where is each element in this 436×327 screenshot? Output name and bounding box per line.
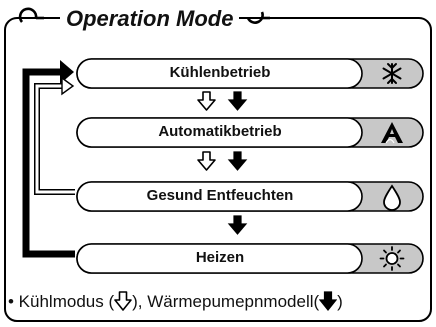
mode-label-auto: Automatikbetrieb xyxy=(158,123,282,140)
snowflake-icon xyxy=(382,63,402,84)
mode-bar-auto xyxy=(76,117,424,148)
hollow-down-arrow-icon xyxy=(197,151,216,171)
cooling-cycle-arrow xyxy=(34,76,75,195)
mode-bar-dry xyxy=(76,181,424,212)
page-title: Operation Mode xyxy=(60,4,240,34)
hollow-down-arrow-icon xyxy=(114,291,132,311)
water-drop-icon xyxy=(383,184,401,211)
mode-bar-heat xyxy=(76,243,424,274)
right-swirl-ornament xyxy=(246,11,270,24)
legend-prefix: • Kühlmodus ( xyxy=(8,292,115,311)
mode-bar-cooling xyxy=(76,58,424,89)
legend-note: • Kühlmodus ( ), Wärmepumepnmodell() xyxy=(8,290,343,314)
solid-down-arrow-icon xyxy=(318,291,338,311)
left-swirl-ornament xyxy=(18,7,44,23)
auto-a-icon xyxy=(381,122,403,144)
mode-label-dry: Gesund Entfeuchten xyxy=(146,187,294,204)
mode-label-heat: Heizen xyxy=(195,249,245,266)
mode-label-cooling: Kühlenbetrieb xyxy=(169,64,271,81)
sun-icon xyxy=(379,246,405,271)
hollow-down-arrow-icon xyxy=(197,91,216,111)
solid-down-arrow-icon xyxy=(227,151,248,171)
heat-pump-cycle-arrow xyxy=(22,60,75,258)
solid-down-arrow-icon xyxy=(227,215,248,235)
legend-middle: ), Wärmepumepnmodell( xyxy=(132,292,320,311)
legend-suffix: ) xyxy=(337,292,343,311)
solid-down-arrow-icon xyxy=(227,91,248,111)
